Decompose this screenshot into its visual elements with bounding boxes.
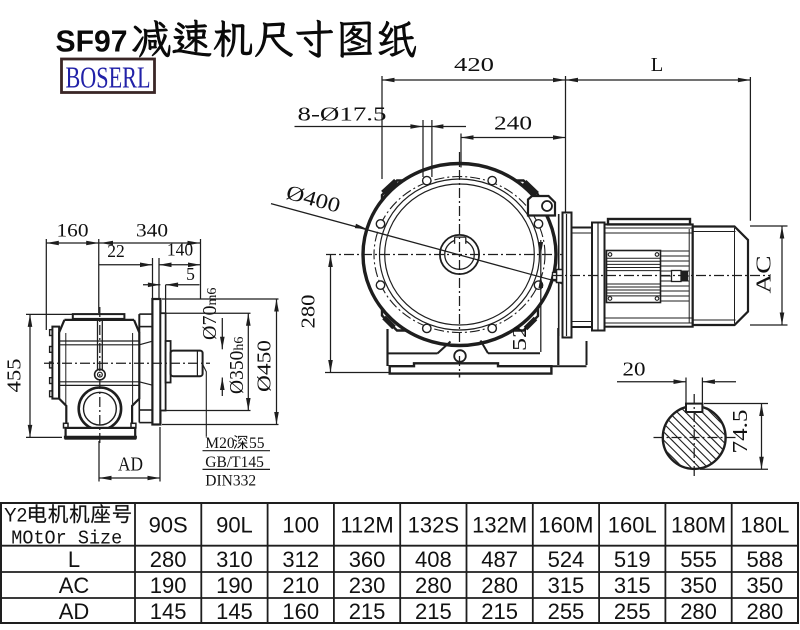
- svg-text:350: 350: [680, 573, 717, 598]
- svg-text:AD: AD: [118, 454, 143, 476]
- svg-text:160: 160: [57, 222, 89, 242]
- svg-text:230: 230: [349, 573, 386, 598]
- svg-text:280: 280: [150, 547, 187, 572]
- svg-text:BOSERL: BOSERL: [66, 60, 151, 95]
- svg-text:Y2: Y2: [4, 506, 27, 527]
- svg-text:90S: 90S: [149, 513, 188, 538]
- svg-text:210: 210: [282, 573, 319, 598]
- svg-text:8-Ø17.5: 8-Ø17.5: [298, 104, 387, 126]
- svg-text:240: 240: [494, 113, 532, 135]
- svg-text:AD: AD: [59, 599, 90, 624]
- svg-text:190: 190: [216, 573, 253, 598]
- svg-text:145: 145: [150, 599, 187, 624]
- svg-text:350: 350: [746, 573, 783, 598]
- svg-text:255: 255: [614, 599, 651, 624]
- svg-text:280: 280: [481, 573, 518, 598]
- svg-text:145: 145: [216, 599, 253, 624]
- svg-text:L: L: [651, 54, 664, 76]
- svg-text:160M: 160M: [538, 513, 593, 538]
- svg-text:L: L: [68, 547, 80, 572]
- svg-text:420: 420: [454, 54, 494, 76]
- svg-text:280: 280: [680, 599, 717, 624]
- svg-text:112M: 112M: [340, 513, 393, 538]
- svg-text:132M: 132M: [472, 513, 527, 538]
- svg-text:190: 190: [150, 573, 187, 598]
- svg-text:280: 280: [298, 295, 320, 329]
- svg-text:455: 455: [4, 359, 26, 393]
- svg-text:52: 52: [509, 325, 531, 351]
- svg-text:55: 55: [249, 435, 265, 452]
- svg-text:315: 315: [548, 573, 585, 598]
- svg-text:Ø450: Ø450: [254, 340, 276, 392]
- svg-text:312: 312: [282, 547, 319, 572]
- svg-text:100: 100: [282, 513, 319, 538]
- svg-text:280: 280: [415, 573, 452, 598]
- svg-text:90L: 90L: [216, 513, 253, 538]
- svg-text:160: 160: [282, 599, 319, 624]
- svg-text:215: 215: [481, 599, 518, 624]
- svg-text:AC: AC: [59, 573, 90, 598]
- svg-text:310: 310: [216, 547, 253, 572]
- svg-text:MOtOr Size: MOtOr Size: [11, 528, 122, 550]
- svg-text:140: 140: [167, 240, 194, 260]
- svg-text:519: 519: [614, 547, 651, 572]
- svg-text:AC: AC: [752, 256, 776, 294]
- svg-text:340: 340: [136, 222, 168, 242]
- svg-text:487: 487: [481, 547, 518, 572]
- svg-text:555: 555: [680, 547, 717, 572]
- svg-text:Ø350h6: Ø350h6: [227, 337, 248, 394]
- svg-text:Ø70m6: Ø70m6: [199, 288, 221, 340]
- svg-text:215: 215: [415, 599, 452, 624]
- svg-text:20: 20: [623, 359, 646, 381]
- svg-text:215: 215: [349, 599, 386, 624]
- svg-text:280: 280: [746, 599, 783, 624]
- svg-text:588: 588: [746, 547, 783, 572]
- svg-text:132S: 132S: [408, 513, 459, 538]
- svg-text:74.5: 74.5: [728, 410, 752, 454]
- svg-text:255: 255: [548, 599, 585, 624]
- svg-text:360: 360: [349, 547, 386, 572]
- svg-text:22: 22: [107, 241, 125, 261]
- svg-text:408: 408: [415, 547, 452, 572]
- svg-text:SF97: SF97: [56, 23, 128, 58]
- svg-text:DIN332: DIN332: [205, 473, 256, 490]
- svg-text:GB/T145: GB/T145: [205, 454, 264, 471]
- svg-text:5: 5: [186, 264, 195, 284]
- svg-text:180M: 180M: [671, 513, 726, 538]
- svg-text:160L: 160L: [608, 513, 657, 538]
- svg-text:524: 524: [548, 547, 585, 572]
- svg-text:315: 315: [614, 573, 651, 598]
- svg-text:180L: 180L: [740, 513, 789, 538]
- svg-text:M20: M20: [205, 435, 235, 452]
